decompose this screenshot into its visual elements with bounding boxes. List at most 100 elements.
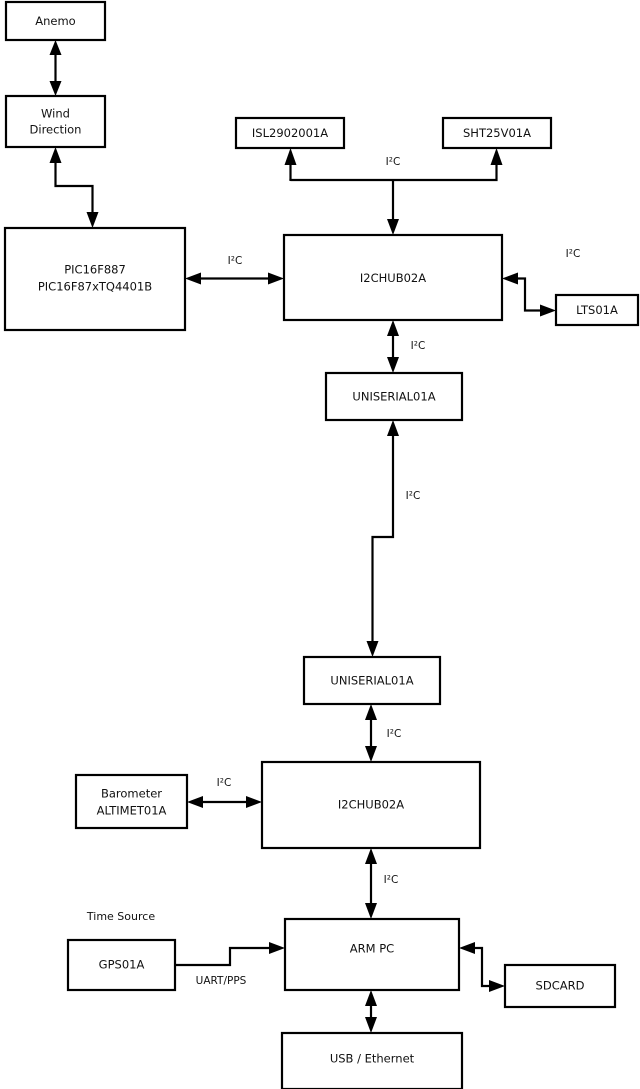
edge-path — [371, 432, 395, 645]
edge-label-baro-hub2: I²C — [217, 777, 232, 789]
node-gps01a[interactable]: GPS01A — [66, 938, 177, 992]
edge-wind-pic — [49, 147, 99, 228]
node-label: GPS01A — [99, 958, 145, 972]
edge-path-out — [474, 946, 490, 988]
node-rect — [324, 371, 464, 422]
edge-anemo-wind — [49, 40, 62, 96]
edge-hubtop-lts — [502, 272, 556, 317]
node-anemo[interactable]: Anemo — [4, 0, 107, 42]
arrow-head-right — [269, 942, 285, 954]
edge-path-out — [517, 277, 541, 312]
node-barometer-altimet01a[interactable]: Barometer ALTIMET01A — [74, 773, 189, 830]
node-rect — [74, 773, 189, 830]
node-usb-ethernet[interactable]: USB / Ethernet — [280, 1031, 464, 1089]
node-lts01a[interactable]: LTS01A — [554, 293, 640, 327]
edge-label-uniserial-link: I²C — [406, 490, 421, 502]
edge-armpc-sdcard — [459, 942, 505, 992]
edge-label-uniserial-hub2: I²C — [387, 728, 402, 740]
node-label: I2CHUB02A — [338, 798, 404, 812]
arrow-head-down — [365, 746, 377, 762]
node-label: LTS01A — [576, 303, 618, 317]
node-label: ISL2902001A — [252, 126, 328, 140]
node-rect — [302, 655, 442, 706]
node-label-line2: Direction — [30, 123, 82, 137]
arrow-head-down — [366, 641, 379, 657]
edge-gps-armpc — [175, 942, 285, 967]
arrow-head-up — [49, 40, 62, 55]
node-pic16f887[interactable]: PIC16F887 PIC16F87xTQ4401B — [3, 226, 187, 332]
edge-hubbottom-armpc — [365, 848, 377, 919]
arrow-head-up — [365, 848, 377, 864]
arrow-head-up-isl — [284, 148, 297, 165]
node-sht25v01a[interactable]: SHT25V01A — [441, 116, 553, 150]
edge-uniserialdn-hubbottom — [365, 704, 377, 762]
arrow-head-right — [268, 272, 284, 285]
node-i2chub02a-bottom[interactable]: I2CHUB02A — [260, 760, 482, 850]
free-labels-layer: Time Source — [86, 910, 155, 923]
edge-hubtop-sensors — [284, 148, 503, 235]
node-rect — [3, 226, 187, 332]
arrow-head-right — [246, 796, 262, 808]
edge-label-hub-lts: I²C — [566, 248, 581, 260]
node-arm-pc[interactable]: ARM PC — [283, 917, 461, 992]
node-label: SHT25V01A — [463, 126, 531, 140]
node-label: UNISERIAL01A — [330, 674, 413, 688]
edge-label-hub2-arm: I²C — [384, 874, 399, 886]
node-rect — [554, 293, 640, 327]
arrow-head-left — [187, 796, 203, 808]
edge-labels-layer: I²C I²C I²C I²C I²C I²C I²C I²C UART/PPS — [196, 156, 581, 987]
edge-barometer-hubbottom — [187, 796, 262, 808]
node-rect — [234, 116, 346, 150]
edge-label-pic-hub: I²C — [228, 255, 243, 267]
arrow-head-up — [365, 990, 377, 1006]
node-uniserial01a-upper[interactable]: UNISERIAL01A — [324, 371, 464, 422]
node-rect — [4, 0, 107, 42]
node-label: Anemo — [35, 14, 75, 28]
node-sdcard[interactable]: SDCARD — [503, 963, 617, 1009]
node-wind-direction[interactable]: Wind Direction — [4, 94, 107, 149]
edges-layer — [49, 40, 556, 1033]
node-rect — [4, 94, 107, 149]
edge-label-uart-pps: UART/PPS — [196, 975, 247, 987]
node-rect — [503, 963, 617, 1009]
arrow-head-down — [49, 81, 62, 96]
node-label: I2CHUB02A — [360, 271, 426, 285]
arrow-head-left-hub — [502, 272, 518, 285]
node-uniserial01a-lower[interactable]: UNISERIAL01A — [302, 655, 442, 706]
node-label-line1: Wind — [41, 107, 70, 121]
node-rect — [280, 1031, 464, 1089]
arrow-head-down-hub — [387, 219, 399, 235]
node-rect — [282, 233, 504, 322]
node-rect — [66, 938, 177, 992]
arrow-head-down — [365, 1017, 377, 1033]
edge-path — [54, 162, 94, 212]
arrow-head-right-sdcard — [489, 980, 505, 992]
arrow-head-down — [387, 357, 399, 373]
nodes-layer: Anemo Wind Direction PIC16F887 PIC16F87x… — [3, 0, 640, 1089]
edge-label-hub-sensors: I²C — [386, 156, 401, 168]
arrow-head-up-sht — [490, 148, 503, 165]
node-label-line2: ALTIMET01A — [97, 804, 167, 818]
node-rect — [283, 917, 461, 992]
edge-label-hub-uniserial: I²C — [411, 340, 426, 352]
node-label: ARM PC — [350, 942, 394, 956]
node-label: UNISERIAL01A — [352, 390, 435, 404]
edge-path — [175, 946, 270, 967]
arrow-head-down — [365, 903, 377, 919]
node-label-line1: Barometer — [101, 787, 162, 801]
node-label-line1: PIC16F887 — [64, 263, 126, 277]
node-label: USB / Ethernet — [330, 1052, 415, 1066]
arrow-head-up — [387, 420, 399, 436]
node-rect — [441, 116, 553, 150]
arrow-head-right-lts — [540, 304, 556, 317]
node-i2chub02a-top[interactable]: I2CHUB02A — [282, 233, 504, 322]
edge-hubtop-uniserialup — [387, 320, 399, 373]
node-label: SDCARD — [536, 979, 585, 993]
node-rect — [260, 760, 482, 850]
node-isl2902001a[interactable]: ISL2902001A — [234, 116, 346, 150]
node-label-line2: PIC16F87xTQ4401B — [38, 280, 152, 294]
arrow-head-left-arm — [459, 942, 475, 954]
edge-uniserial-uniserial — [366, 420, 399, 657]
